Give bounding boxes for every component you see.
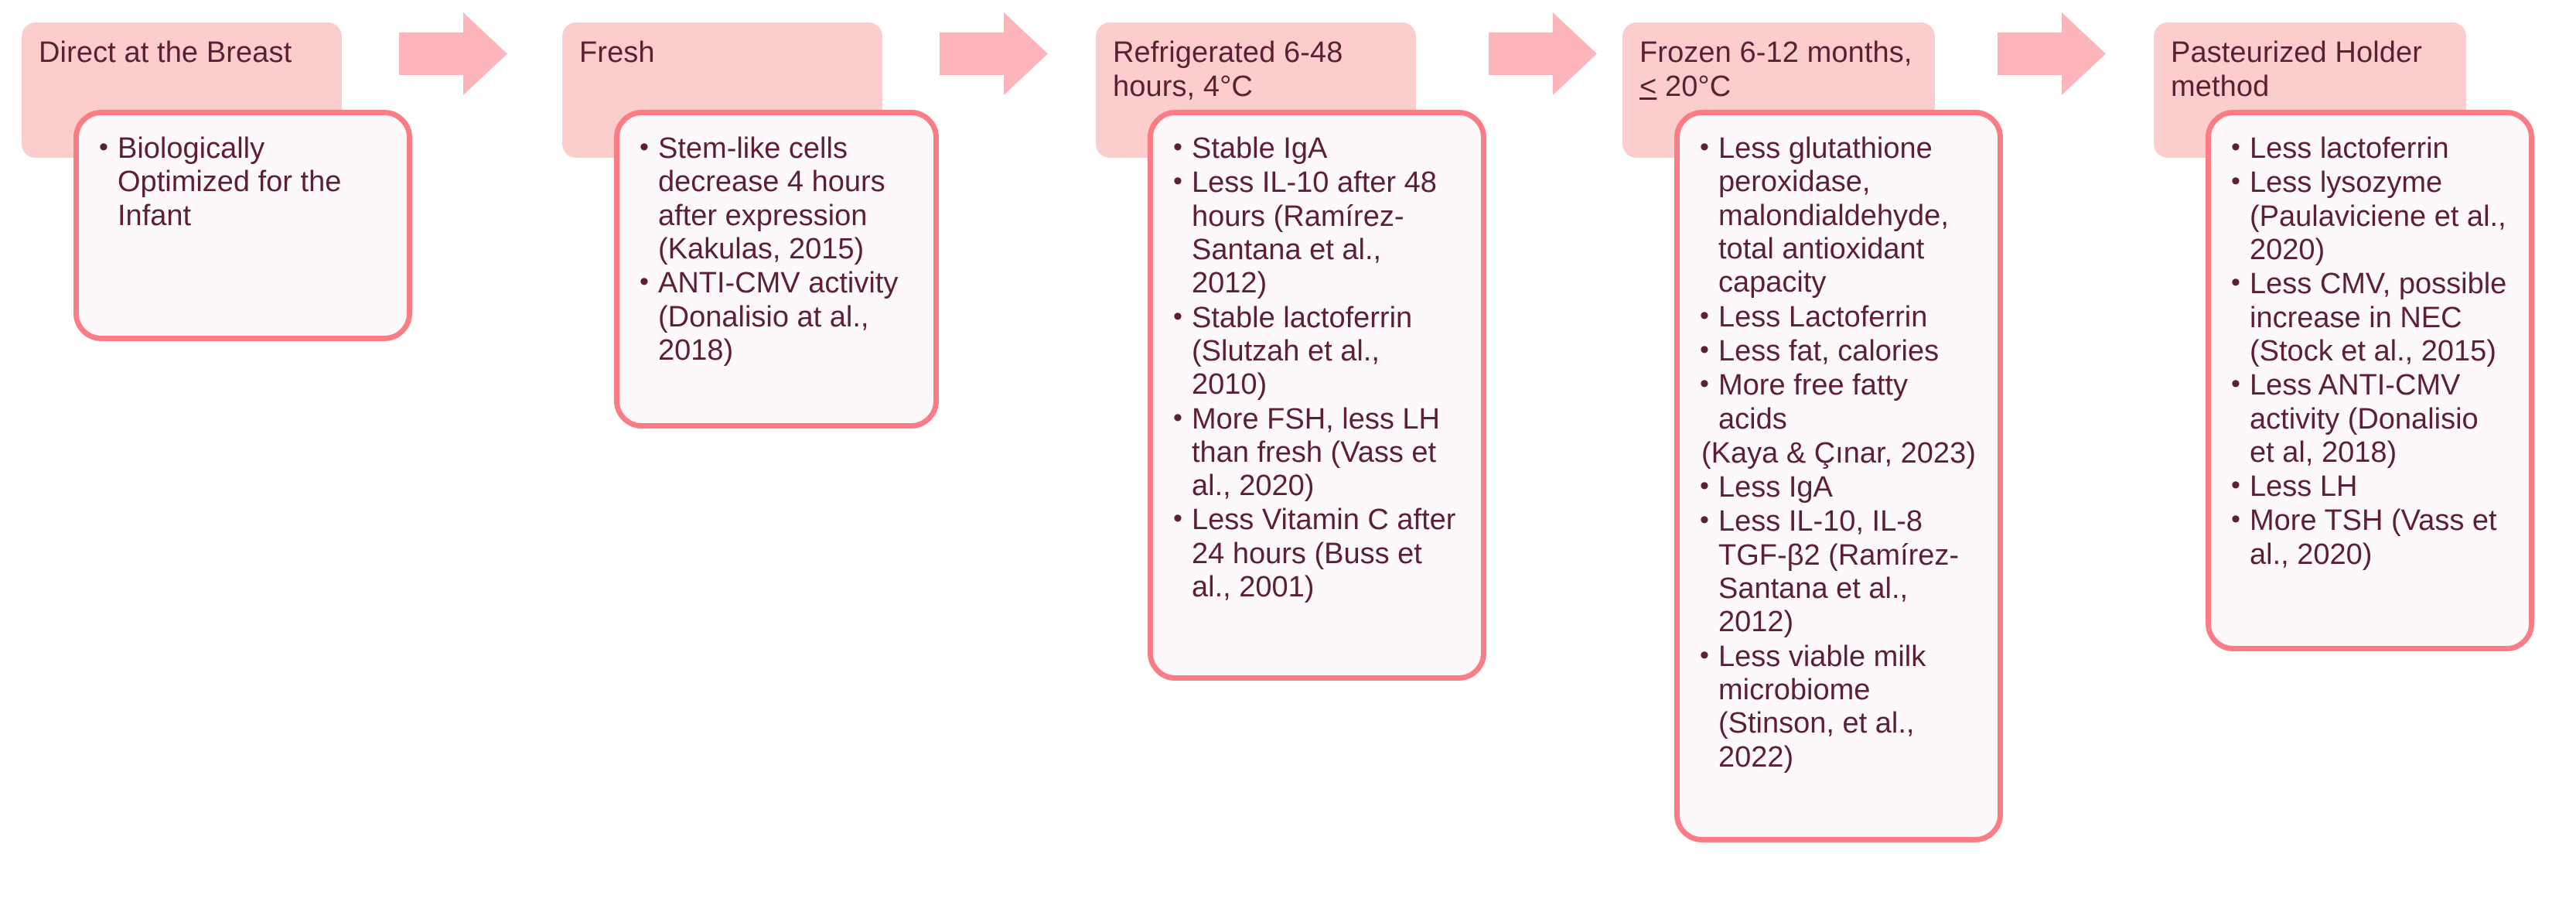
list-item: Less IL-10, IL-8 TGF-β2 (Ramírez-Santana… [1698,504,1977,639]
arrow-3-icon [1489,12,1597,95]
list-item: Less ANTI-CMV activity (Donalisio et al,… [2230,368,2509,470]
stage-body-refrigerated: Stable IgA Less IL-10 after 48 hours (Ra… [1148,110,1486,681]
list-item: Less IL-10 after 48 hours (Ramírez-Santa… [1172,166,1461,300]
stage-body-fresh: Stem-like cells decrease 4 hours after e… [614,110,939,429]
list-item: Stable IgA [1172,132,1461,166]
stage-body-pasteurized-holder-method: Less lactoferrin Less lysozyme (Paulavic… [2206,110,2534,651]
list-item: More free fatty acids [1698,368,1977,436]
list-item: Stem-like cells decrease 4 hours after e… [638,132,913,266]
list-item: More TSH (Vass et al., 2020) [2230,504,2509,572]
bullet-list: Less lactoferrin Less lysozyme (Paulavic… [2230,132,2509,572]
list-item: Less CMV, possible increase in NEC (Stoc… [2230,267,2509,368]
list-item: Less glutathione peroxidase, malondialde… [1698,132,1977,300]
list-item: Biologically Optimized for the Infant [97,132,387,233]
arrow-4-icon [1998,12,2106,95]
list-item: Less lysozyme (Paulaviciene et al., 2020… [2230,166,2509,267]
arrow-2-icon [940,12,1048,95]
stage-body-direct-at-the-breast: Biologically Optimized for the Infant [73,110,412,341]
bullet-list: Stable IgA Less IL-10 after 48 hours (Ra… [1172,132,1461,604]
bullet-list: Biologically Optimized for the Infant [97,132,387,233]
less-than-or-equal-symbol: < [1639,70,1657,104]
list-item: Less fat, calories [1698,334,1977,368]
list-item: More FSH, less LH than fresh (Vass et al… [1172,402,1461,504]
stage-header-frozen-line2: 20°C [1656,70,1732,104]
list-item: Less LH [2230,470,2509,504]
list-item-continuation: (Kaya & Çınar, 2023) [1701,436,1976,470]
list-item: ANTI-CMV activity (Donalisio at al., 201… [638,266,913,367]
stage-body-frozen: Less glutathione peroxidase, malondialde… [1674,110,2003,842]
stage-header-frozen-line1: Frozen 6-12 months, [1639,36,1912,69]
list-item: Less IgA [1698,470,1977,504]
arrow-1-icon [399,12,507,95]
list-item: Less lactoferrin [2230,132,2509,166]
list-item: Less viable milk microbiome (Stinson, et… [1698,640,1977,774]
list-item: Less Vitamin C after 24 hours (Buss et a… [1172,503,1461,604]
bullet-list: Stem-like cells decrease 4 hours after e… [638,132,913,367]
bullet-list: Less glutathione peroxidase, malondialde… [1698,132,1977,774]
list-item: Less Lactoferrin [1698,300,1977,334]
list-item: Stable lactoferrin (Slutzah et al., 2010… [1172,301,1461,402]
